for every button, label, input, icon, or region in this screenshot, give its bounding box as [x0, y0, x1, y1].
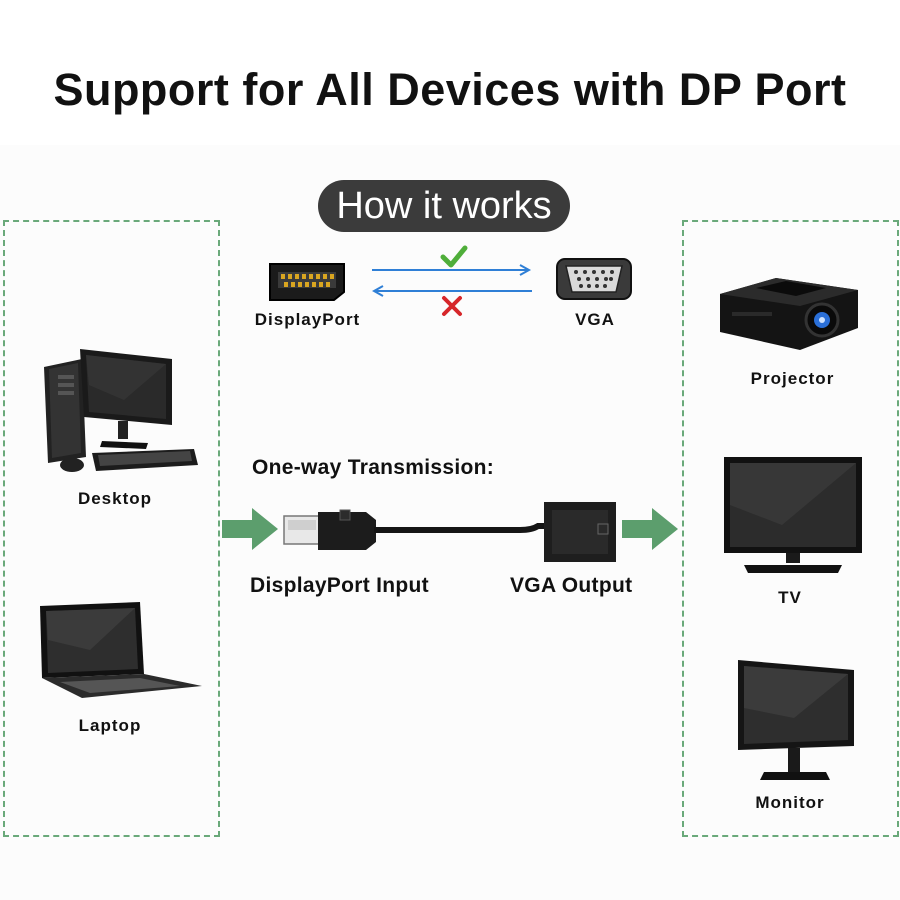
output-label: VGA Output [510, 574, 633, 597]
output-arrow-icon [622, 508, 680, 550]
cross-icon [440, 294, 464, 318]
how-it-works-badge: How it works [318, 180, 570, 232]
laptop-label: Laptop [78, 716, 142, 735]
projector-label: Projector [750, 369, 835, 388]
vga-label: VGA [575, 310, 615, 329]
tv-icon [722, 455, 864, 577]
page-title: Support for All Devices with DP Port [53, 64, 847, 115]
output-devices-box [682, 220, 899, 837]
forward-arrow-icon [372, 264, 532, 276]
laptop-icon [30, 600, 205, 700]
source-devices-box [3, 220, 220, 837]
input-label: DisplayPort Input [250, 574, 429, 597]
check-icon [440, 244, 468, 270]
displayport-connector-icon [268, 262, 346, 302]
vga-port-icon [556, 258, 632, 300]
backward-arrow-icon [372, 285, 532, 297]
adapter-cable-icon [280, 502, 620, 562]
desktop-label: Desktop [77, 489, 153, 508]
projector-icon [716, 272, 862, 356]
input-arrow-icon [222, 508, 280, 550]
transmission-heading: One-way Transmission: [252, 456, 495, 479]
displayport-label: DisplayPort [254, 310, 361, 329]
monitor-icon [734, 658, 856, 782]
tv-label: TV [778, 588, 802, 607]
desktop-icon [44, 345, 199, 475]
monitor-label: Monitor [755, 793, 825, 812]
